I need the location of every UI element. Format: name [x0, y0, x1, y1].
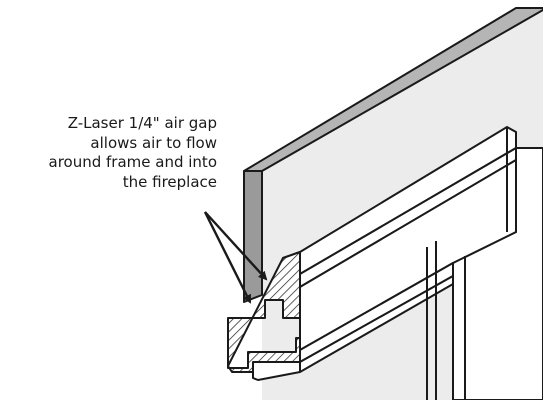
frame-molding [252, 126, 543, 400]
frame-vertical-inner [452, 255, 466, 400]
arrow-upper [204, 211, 268, 281]
callout-line-4: the fireplace [122, 172, 217, 191]
callout-line-2: allows air to flow [90, 133, 217, 152]
callout-line-3: around frame and into [48, 153, 217, 171]
callout-arrows [203, 211, 268, 304]
callout-line-1: Z-Laser 1/4" air gap [67, 114, 217, 132]
wall-panel-edge [243, 170, 263, 303]
wall-panel-top [243, 7, 543, 172]
air-gap-callout: Z-Laser 1/4" air gap allows air to flow … [0, 114, 217, 192]
arrow-lower [203, 211, 252, 304]
frame-flange [252, 275, 454, 381]
frame-cross-section [227, 251, 301, 373]
